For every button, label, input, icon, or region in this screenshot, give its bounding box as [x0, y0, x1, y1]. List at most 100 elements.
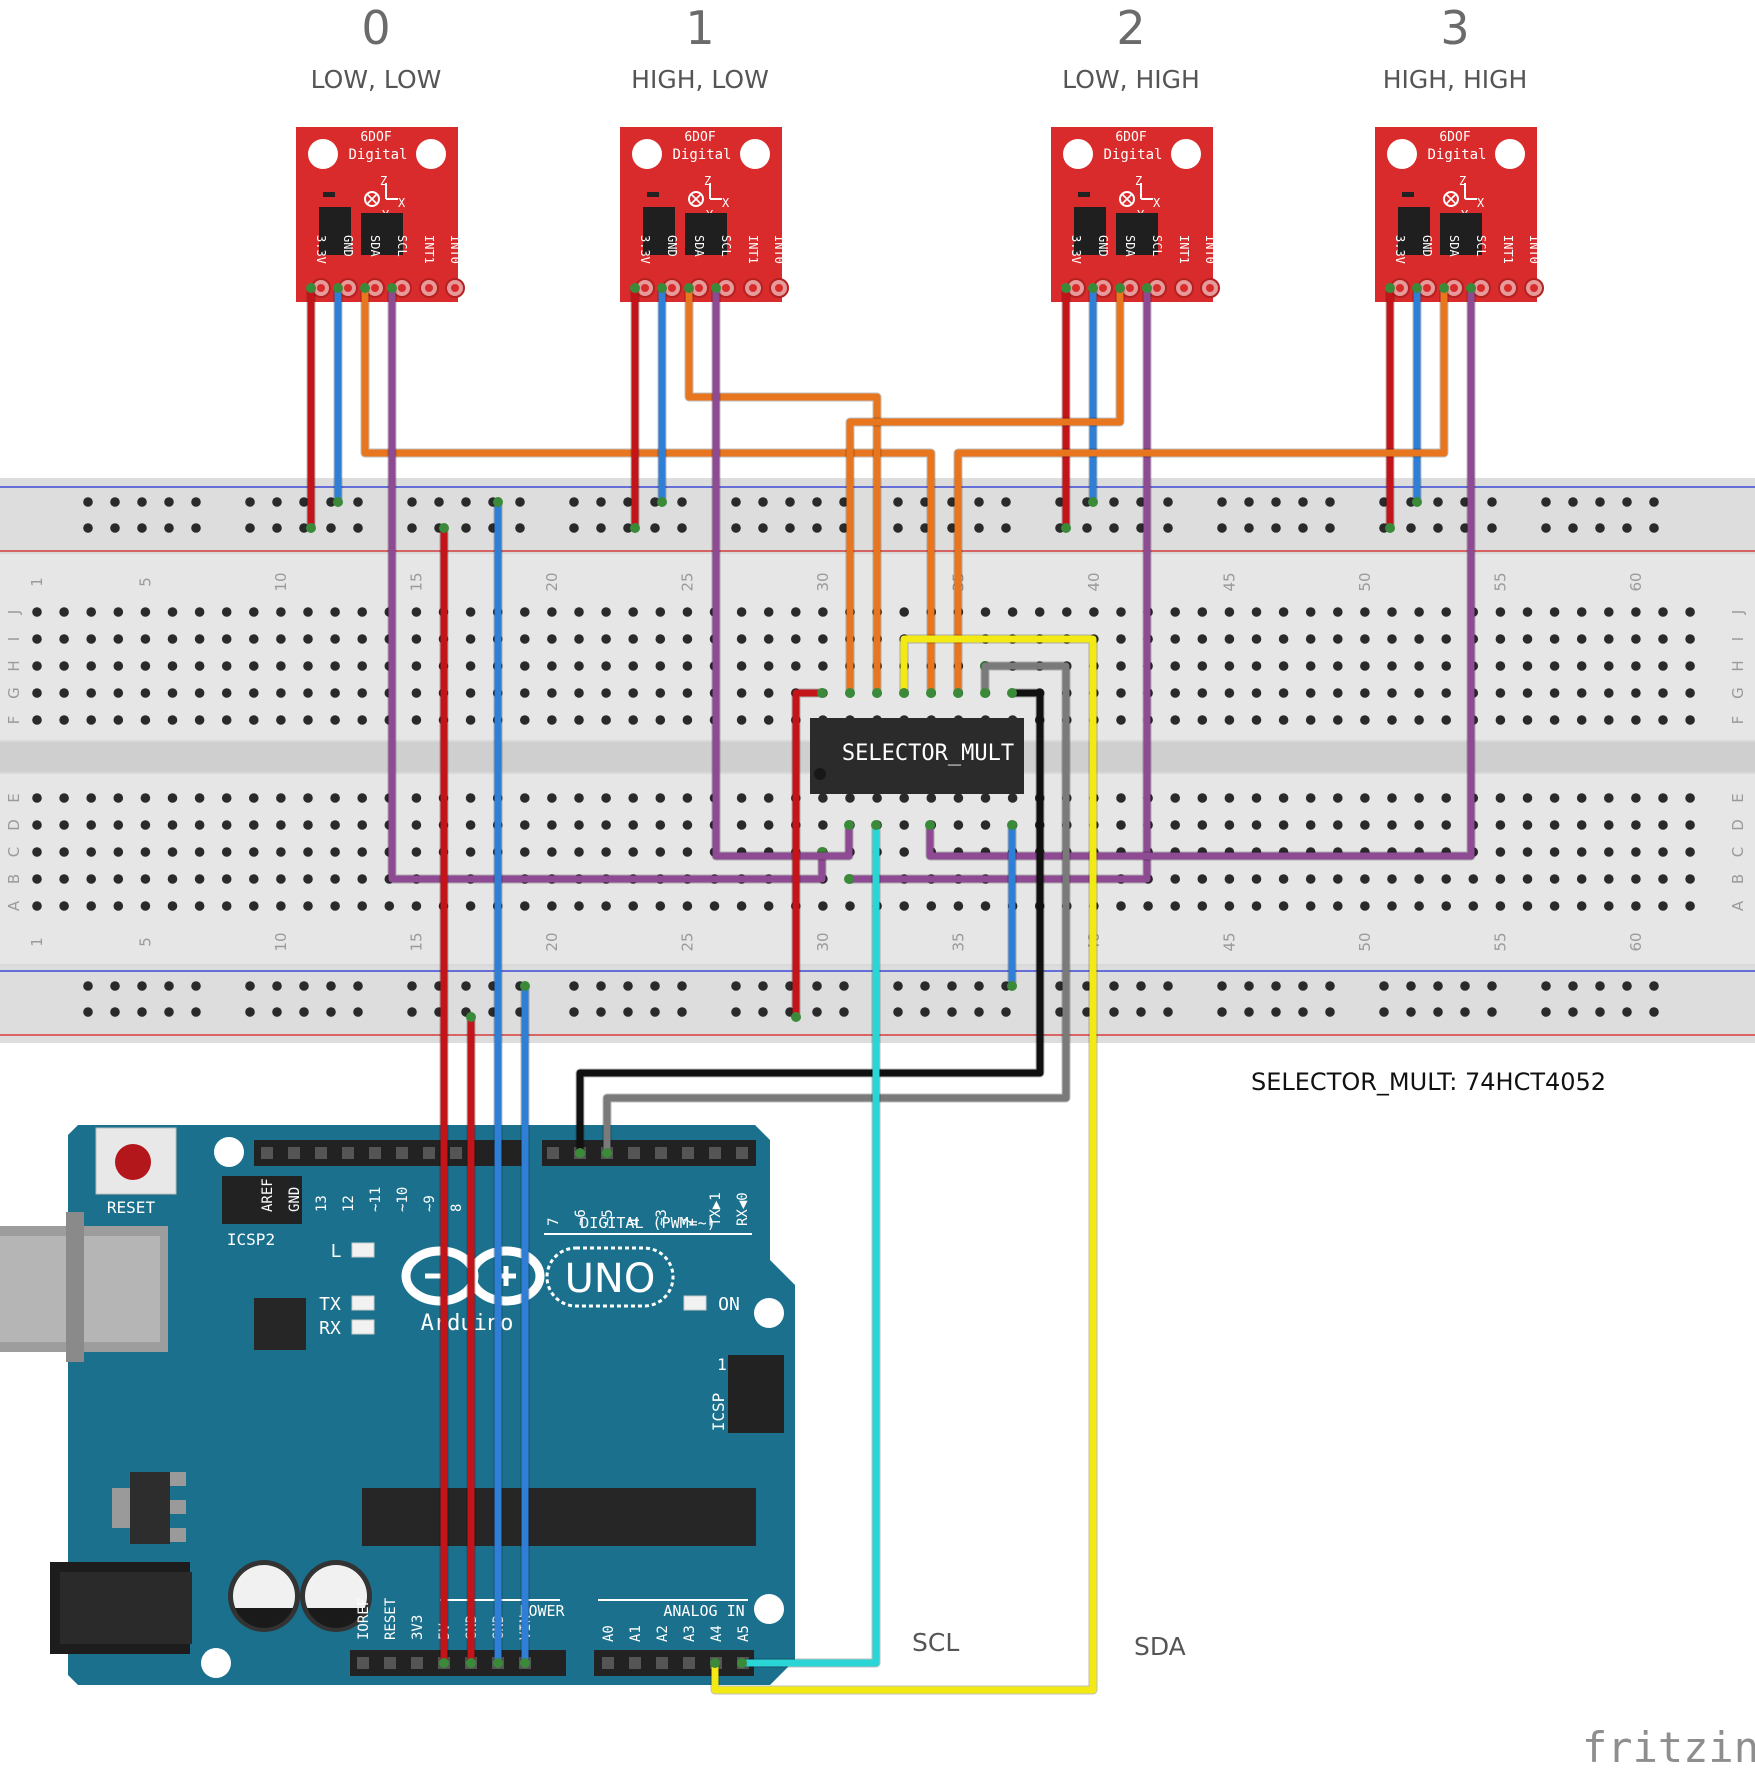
pin-label: GND: [1420, 235, 1434, 257]
bb-hole: [249, 715, 259, 725]
bb-hole: [110, 523, 120, 533]
chip-select-a-wire[interactable]: [576, 689, 1044, 1157]
bb-hole: [1379, 497, 1389, 507]
bb-hole: [245, 1007, 255, 1017]
sensor3-scl-wire[interactable]: [926, 284, 1475, 860]
column-number: 25: [678, 572, 696, 591]
bb-hole: [569, 523, 579, 533]
chip-vcc-wire[interactable]: [792, 689, 826, 1021]
bb-hole: [461, 497, 471, 507]
wire-endpoint: [1007, 981, 1017, 991]
bb-hole: [303, 688, 313, 698]
scl-main-wire[interactable]: [738, 821, 880, 1667]
bb-hole: [1325, 981, 1335, 991]
sensor3-sda-wire[interactable]: [954, 284, 1448, 697]
bb-hole: [1460, 981, 1470, 991]
column-number: 30: [814, 932, 832, 951]
sensor2-sda-wire[interactable]: [846, 284, 1124, 697]
bb-hole: [465, 793, 476, 803]
bb-hole: [303, 820, 313, 830]
capacitor-right: [300, 1560, 372, 1632]
column-number: 45: [1220, 572, 1238, 591]
bb-hole: [520, 820, 530, 830]
bb-hole: [1298, 981, 1308, 991]
bb-hole: [32, 874, 42, 884]
axis-x-label: X: [722, 196, 730, 210]
bb-hole: [953, 901, 964, 911]
bb-hole: [1116, 688, 1126, 698]
bb-hole: [574, 661, 584, 671]
chip-select-b-wire-main[interactable]: [603, 662, 1070, 1157]
bb-hole: [1360, 874, 1370, 884]
bb-hole: [520, 607, 530, 617]
wire-endpoint: [953, 688, 963, 698]
bb-hole: [1631, 874, 1641, 884]
bb-hole: [547, 820, 557, 830]
bb-hole: [249, 688, 259, 698]
bb-hole: [353, 981, 363, 991]
bb-hole: [1541, 523, 1551, 533]
bb-hole: [330, 874, 340, 884]
bb-hole: [601, 634, 611, 644]
header-pin-label: GND: [287, 1187, 303, 1212]
sda-main-wire[interactable]: [711, 635, 1097, 1694]
bb-hole: [818, 661, 828, 671]
bb-hole: [1649, 981, 1659, 991]
bb-hole: [574, 793, 584, 803]
pin-label: INT1: [746, 235, 760, 264]
wire-endpoint: [844, 874, 854, 884]
bb-hole: [1522, 607, 1533, 617]
bb-hole: [1001, 1007, 1011, 1017]
bb-hole: [1244, 981, 1254, 991]
bb-hole: [1685, 820, 1695, 830]
bb-hole: [113, 874, 124, 884]
bb-hole: [1170, 634, 1180, 644]
wire-endpoint: [520, 981, 530, 991]
bb-hole: [110, 497, 120, 507]
row-letter: D: [1729, 819, 1747, 831]
bb-hole: [1414, 715, 1424, 725]
bb-hole: [357, 820, 368, 830]
wire-endpoint: [657, 283, 667, 293]
axis-z-label: Z: [1459, 174, 1466, 188]
sensor0-sda-wire[interactable]: [361, 284, 935, 697]
column-number: 25: [678, 932, 696, 951]
bb-hole: [32, 793, 42, 803]
bb-hole: [547, 901, 557, 911]
column-number: 55: [1491, 932, 1509, 951]
sensor1-sda-wire[interactable]: [685, 284, 881, 697]
bb-hole: [1170, 607, 1180, 617]
bb-hole: [601, 715, 611, 725]
bb-hole: [465, 901, 476, 911]
row-letter: A: [5, 900, 23, 911]
bb-hole: [1116, 661, 1126, 671]
sensor0-scl-wire[interactable]: [388, 284, 826, 883]
wire-endpoint: [575, 1148, 585, 1158]
bb-hole: [1217, 523, 1227, 533]
sensor2-scl-wire[interactable]: [845, 284, 1151, 883]
sda-label: SDA: [1134, 1632, 1186, 1661]
axis-z-label: Z: [1135, 174, 1142, 188]
bb-hole: [1197, 661, 1208, 671]
bb-hole: [465, 847, 476, 857]
bb-hole: [628, 847, 638, 857]
bb-hole: [221, 874, 232, 884]
row-letter: J: [5, 610, 23, 615]
bb-hole: [1631, 607, 1641, 617]
axis-x-label: X: [398, 196, 406, 210]
bb-hole: [1604, 793, 1614, 803]
column-number: 50: [1356, 932, 1374, 951]
bb-hole: [1441, 901, 1451, 911]
bb-hole: [812, 1007, 822, 1017]
column-number: 20: [543, 932, 561, 951]
sensor1-scl-wire[interactable]: [712, 284, 853, 860]
pin-label: SDA: [1447, 235, 1461, 257]
bb-hole: [1460, 1007, 1470, 1017]
row-letter: F: [5, 716, 23, 725]
bb-hole: [303, 634, 313, 644]
bb-hole: [1387, 901, 1397, 911]
bb-hole: [682, 688, 693, 698]
bb-hole: [113, 901, 124, 911]
bb-hole: [461, 523, 471, 533]
